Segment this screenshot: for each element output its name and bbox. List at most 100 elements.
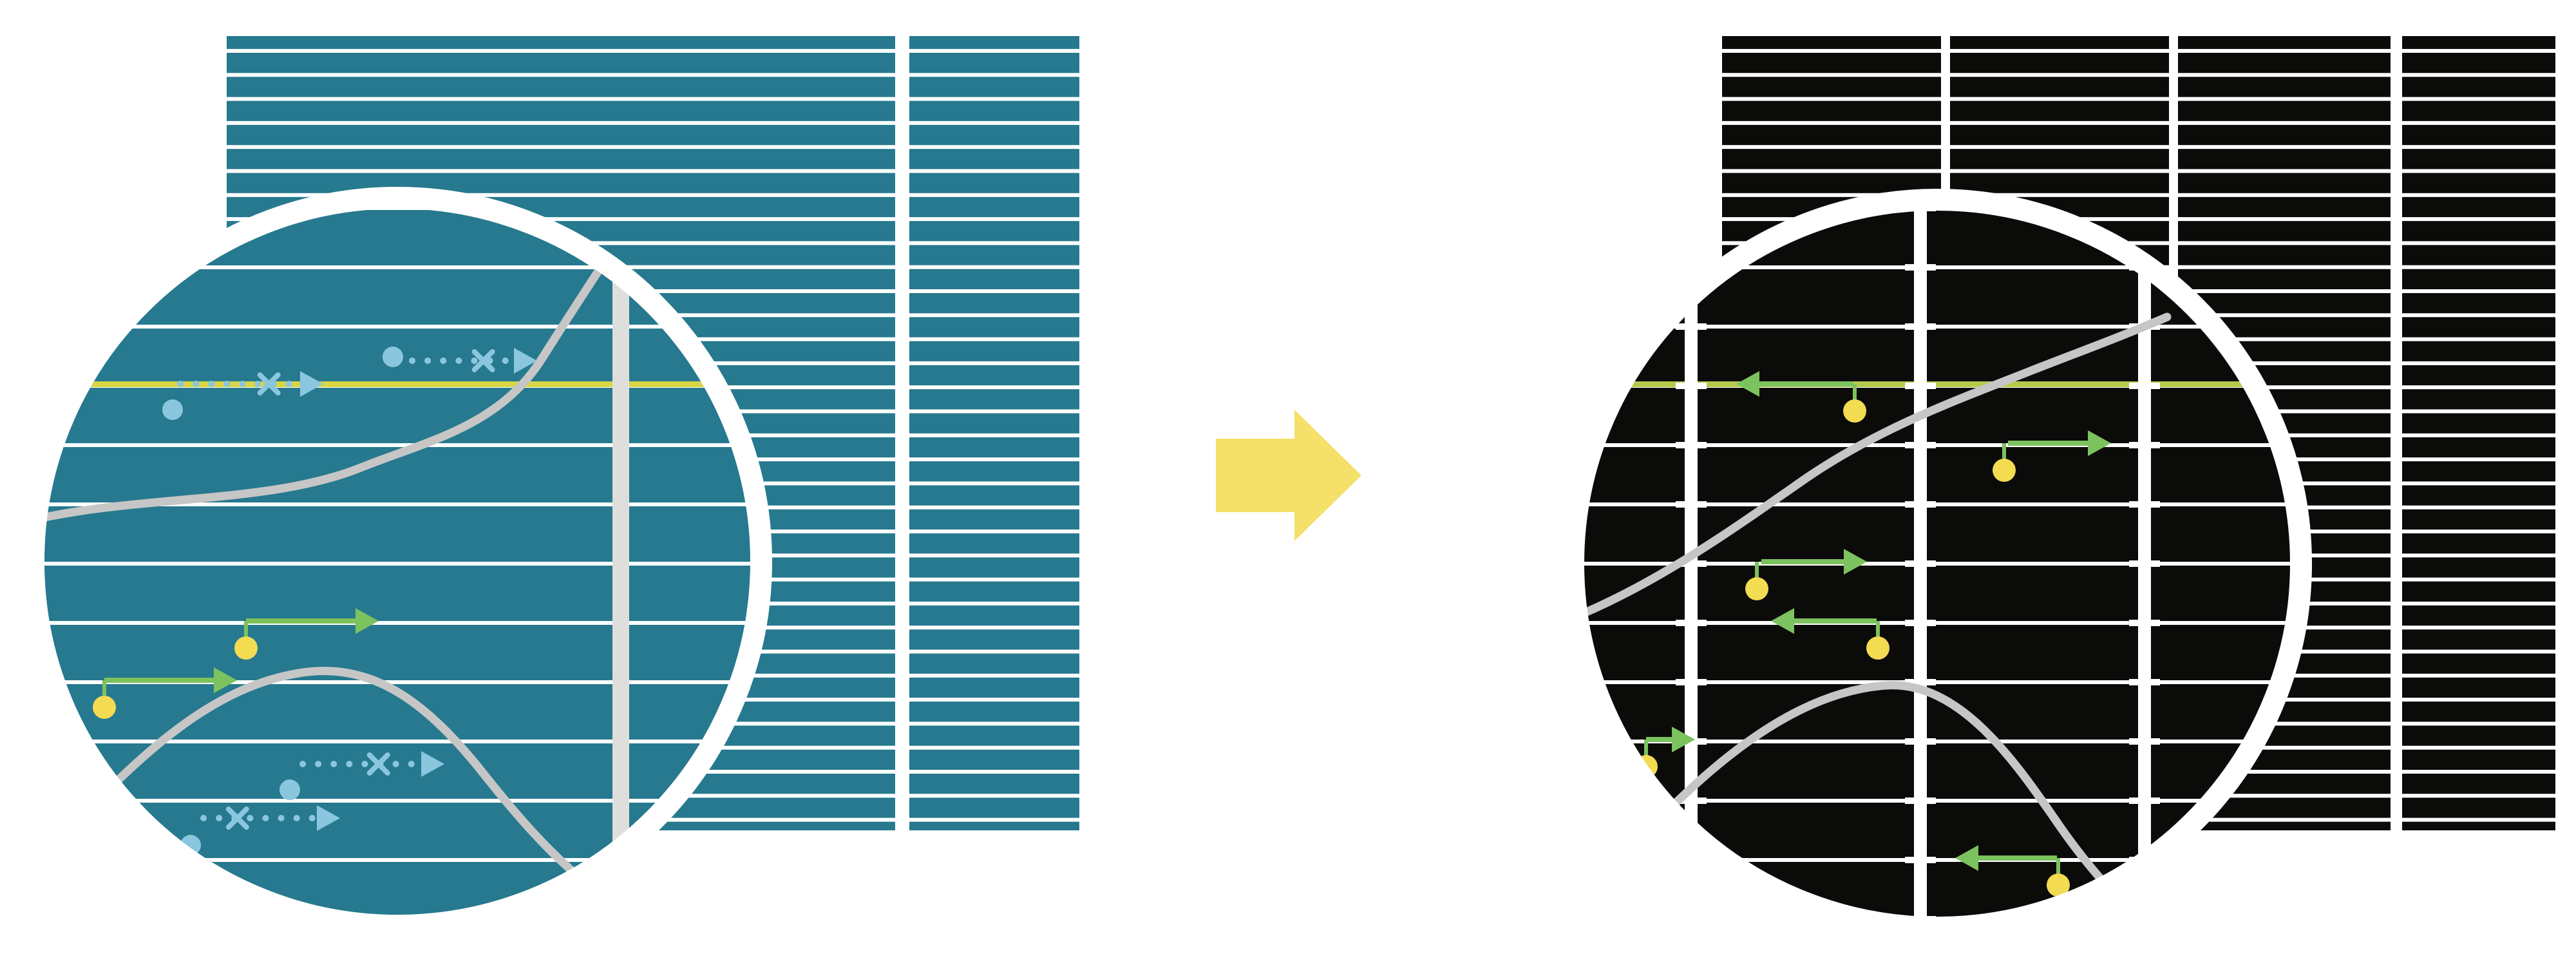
busbar-pad (1905, 738, 1936, 745)
carrier-arrowhead (514, 348, 537, 374)
recombination-x-mark (366, 752, 390, 776)
finger-line (1722, 73, 1941, 77)
finger-line (909, 433, 1079, 437)
finger-line (909, 289, 1079, 293)
finger-line (2402, 745, 2555, 750)
finger-line (909, 337, 1079, 341)
carrier-dot-blue (279, 779, 300, 800)
busbar-pad (2129, 797, 2160, 804)
finger-line (43, 443, 752, 447)
finger-line (2402, 673, 2555, 678)
finger-line (227, 217, 895, 222)
finger-line (909, 625, 1079, 630)
busbar-pad (1905, 442, 1936, 448)
finger-line (909, 457, 1079, 462)
finger-line (2402, 120, 2555, 125)
finger-line (2178, 721, 2391, 726)
cell-segment (2402, 36, 2555, 830)
recombination-x-mark (257, 372, 281, 396)
finger-line (227, 73, 895, 77)
finger-line (909, 721, 1079, 726)
finger-line (2402, 481, 2555, 486)
finger-line (227, 169, 895, 173)
carrier-dot-yellow (234, 636, 258, 660)
finger-line (2402, 721, 2555, 726)
finger-line (227, 49, 895, 53)
busbar-pad (1676, 916, 1707, 918)
finger-line (2402, 169, 2555, 173)
busbar-pad (1905, 679, 1936, 685)
finger-line (2178, 289, 2391, 293)
left-magnifier-ring (23, 187, 772, 937)
finger-line (909, 49, 1079, 53)
left-zoom-grid (43, 207, 752, 916)
carrier-dot-yellow (1993, 459, 2016, 482)
busbar-pad (2129, 620, 2160, 626)
busbar (2138, 209, 2151, 918)
finger-line (2402, 145, 2555, 149)
finger-line (909, 698, 1079, 702)
busbar-pad (1676, 501, 1707, 508)
busbar-pad (1676, 797, 1707, 804)
finger-line (2178, 817, 2391, 822)
carrier-dot-blue (162, 399, 183, 420)
carrier-arrowhead (421, 751, 444, 777)
finger-line (2402, 313, 2555, 318)
busbar-pad (1905, 383, 1936, 389)
finger-line (1722, 145, 1941, 149)
finger-line (909, 794, 1079, 798)
finger-line (2402, 457, 2555, 462)
finger-line (1583, 562, 2291, 566)
finger-line (909, 409, 1079, 414)
busbar-pad (1905, 264, 1936, 271)
busbar-pad (1676, 442, 1707, 448)
finger-line (43, 680, 752, 684)
finger-line (1950, 145, 2169, 149)
finger-line (43, 562, 752, 566)
finger-line (2178, 145, 2391, 149)
finger-line (1583, 443, 2291, 447)
finger-line (909, 505, 1079, 510)
carrier-arrowhead (1844, 549, 1867, 575)
carrier-arrowhead (1955, 845, 1978, 871)
carrier-dot-yellow (1745, 577, 1768, 600)
busbar-pad (1676, 383, 1707, 389)
busbar-pad (1676, 323, 1707, 330)
finger-line (1583, 621, 2291, 625)
busbar-pad (2129, 916, 2160, 918)
finger-line (1950, 97, 2169, 101)
finger-line (909, 553, 1079, 558)
finger-line (2178, 409, 2391, 414)
finger-line (43, 502, 752, 506)
finger-line (2402, 577, 2555, 582)
transform-arrow-icon (1216, 410, 1361, 541)
carrier-dot-blue (383, 347, 403, 367)
busbar (612, 207, 629, 916)
finger-line (2402, 49, 2555, 53)
finger-line (227, 97, 895, 101)
finger-line (2178, 337, 2391, 341)
finger-line (43, 621, 752, 625)
carrier-dot-yellow (1866, 636, 1889, 660)
finger-line (2402, 97, 2555, 101)
finger-line (1950, 193, 2169, 197)
busbar-pad (1905, 560, 1936, 567)
busbar-pad (1676, 209, 1707, 211)
finger-line (2402, 193, 2555, 197)
carrier-dot-yellow (1843, 399, 1866, 423)
finger-line (909, 169, 1079, 173)
grain-boundary-line (1583, 681, 2155, 918)
finger-line (1583, 325, 2291, 329)
busbar-pad (1676, 264, 1707, 271)
finger-line (227, 145, 895, 149)
finger-line (1583, 858, 2291, 862)
busbar-pad (2129, 442, 2160, 448)
finger-line (909, 649, 1079, 654)
finger-line (2402, 505, 2555, 510)
finger-line (2402, 73, 2555, 77)
right-magnifier-ring (1562, 189, 2312, 939)
carrier-arrowhead (300, 371, 323, 397)
busbar-pad (1905, 620, 1936, 626)
